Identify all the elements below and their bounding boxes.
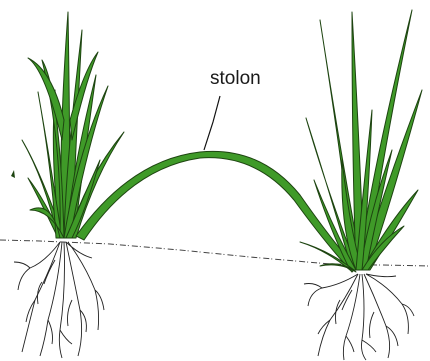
right-plant-roots bbox=[304, 274, 414, 360]
stolon-label: stolon bbox=[210, 68, 261, 89]
stolon-leader-line bbox=[204, 96, 220, 150]
left-plant-roots bbox=[14, 242, 104, 358]
edge-mark bbox=[11, 170, 15, 178]
